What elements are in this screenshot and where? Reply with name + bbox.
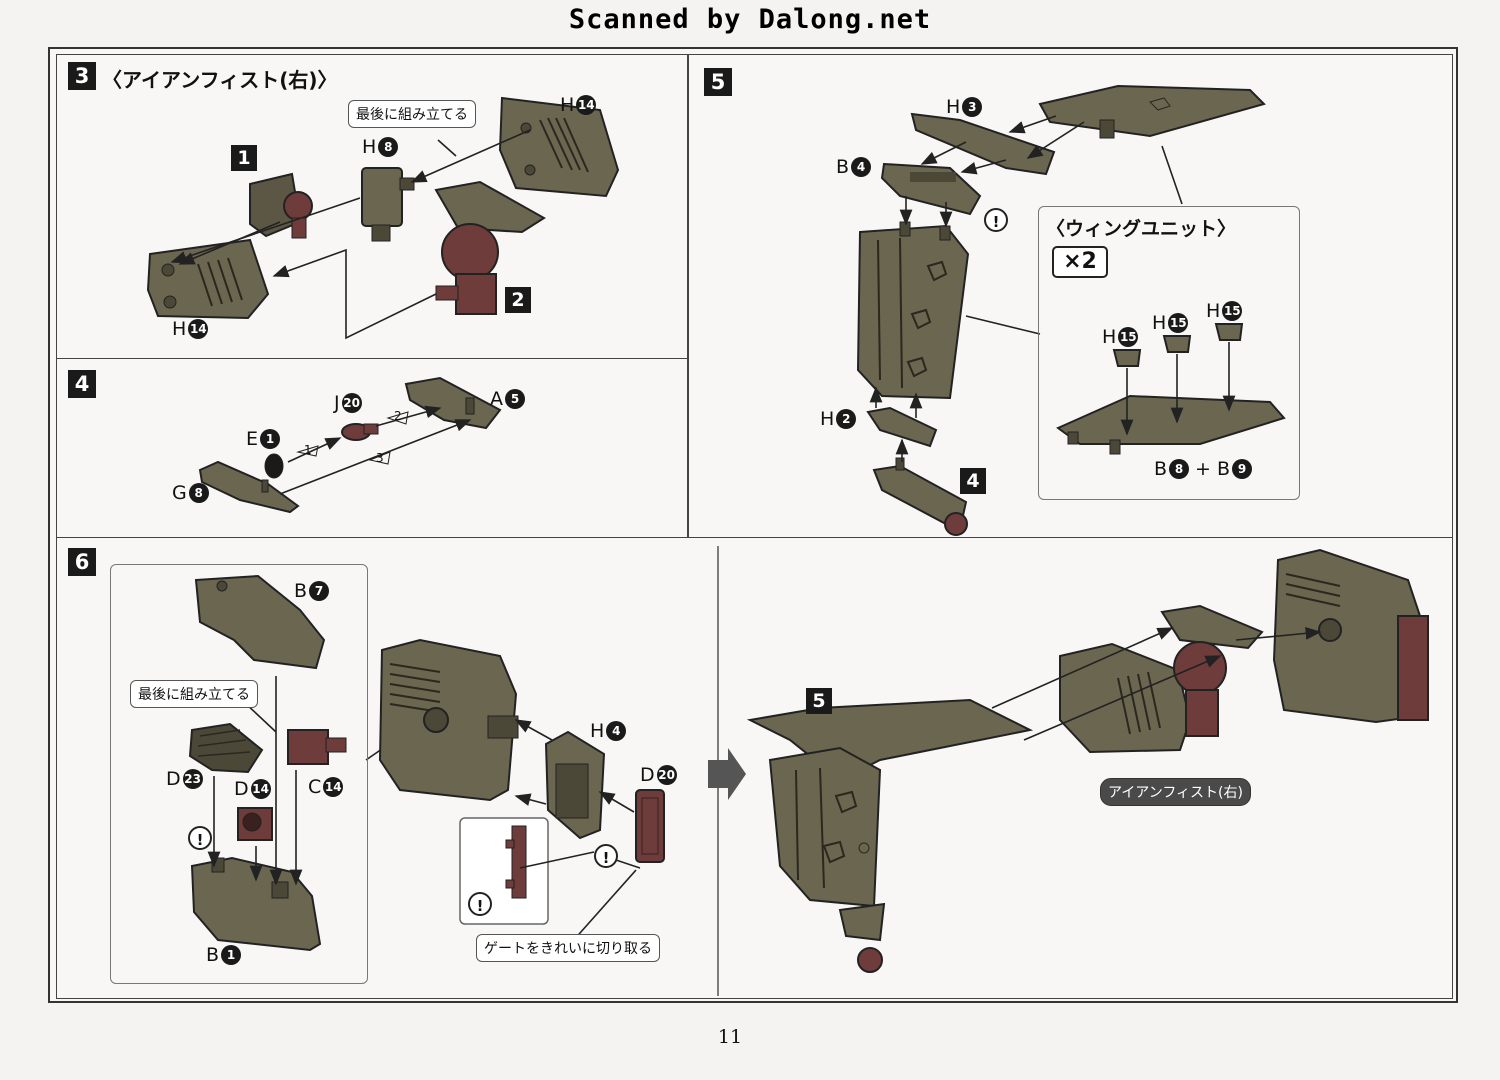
- s6-result-fist: [1059, 604, 1264, 754]
- s5-part-b4: [880, 162, 982, 216]
- s5-wing-multiplier: ×2: [1052, 246, 1108, 278]
- s6-gate-callout: ゲートをきれいに切り取る: [476, 934, 660, 962]
- step-5-number: 5: [704, 68, 732, 96]
- s5-part-h3: [910, 112, 1056, 176]
- s6-part-b7: [194, 574, 326, 670]
- s5-h15-caps: [1112, 323, 1244, 367]
- s6-caution-icon-gate: !: [594, 844, 618, 868]
- s3-assemble-last-callout: 最後に組み立てる: [348, 100, 476, 128]
- s6-assemble-last-callout: 最後に組み立てる: [130, 680, 258, 708]
- s5-wing-unit-panel: [1038, 206, 1300, 500]
- s6-result-label: アイアンフィスト(右): [1100, 778, 1251, 806]
- s6-caution-icon-detail: !: [468, 892, 492, 916]
- s3-part-h8: [361, 167, 415, 242]
- s4-part-a5: [404, 376, 502, 430]
- s4-order-1: 1: [304, 443, 312, 457]
- s6-part-d23: [188, 722, 264, 774]
- s3-ref-1: 1: [231, 145, 257, 171]
- s5-wing-body: [856, 221, 970, 400]
- s4-part-e1: [264, 453, 284, 479]
- s3-fist-plate-top: [498, 96, 620, 198]
- s3-part-1-block: [249, 172, 313, 239]
- s5-caution-icon: !: [984, 208, 1008, 232]
- s6-part-b1: [190, 856, 322, 952]
- s6-caution-icon-left: !: [188, 826, 212, 850]
- s6-flow-arrow: [708, 748, 746, 800]
- s5-wing-unit-title: 〈ウィングユニット〉: [1046, 218, 1237, 240]
- s6-part-d20: [635, 789, 665, 863]
- s6-part-h4: [544, 730, 606, 840]
- s5-part-4-leg: [872, 457, 968, 536]
- step-3-number: 3: [68, 62, 96, 90]
- s4-part-g8: [198, 460, 300, 514]
- s6-part-c14: [287, 729, 347, 765]
- s5-part-h2: [866, 406, 938, 448]
- s5-wing-top: [1038, 84, 1266, 139]
- s4-order-2: 2: [394, 409, 402, 423]
- s3-part-2-joint: [434, 180, 546, 315]
- s4-part-j20: [341, 423, 379, 441]
- step-4-number: 4: [68, 370, 96, 398]
- page-number: 11: [717, 1026, 743, 1048]
- step-6-panel: [56, 537, 1453, 999]
- s4-order-3: 3: [376, 451, 384, 465]
- scan-credit: Scanned by Dalong.net: [568, 4, 932, 35]
- s6-result-wing: [746, 698, 1034, 973]
- s6-result-shell: [1272, 548, 1430, 724]
- s6-subassembly-panel: [110, 564, 368, 984]
- step-6-number: 6: [68, 548, 96, 576]
- s3-ref-2: 2: [505, 287, 531, 313]
- s6-part-d14: [237, 807, 273, 841]
- s6-armor-shell: [378, 638, 519, 802]
- s5-ref-4: 4: [960, 468, 986, 494]
- step-3-title: 〈アイアンフィスト(右)〉: [102, 68, 338, 92]
- s6-ref-5: 5: [806, 688, 832, 714]
